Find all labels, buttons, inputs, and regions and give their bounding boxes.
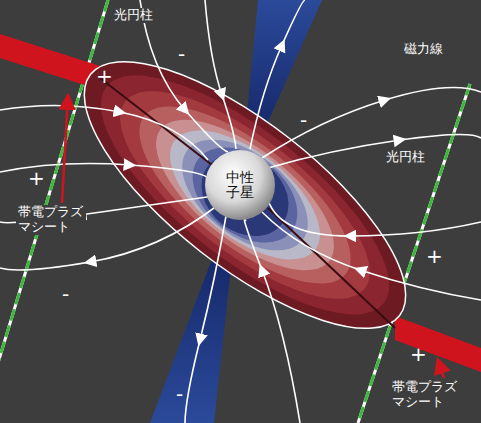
charge-sign: +	[424, 246, 445, 266]
charge-sign: -	[174, 384, 185, 404]
region-label: 磁力線	[402, 42, 445, 57]
charge-sign: -	[60, 284, 71, 304]
neutron-star: 中性子星	[204, 149, 276, 221]
charge-sign: -	[176, 44, 187, 64]
plasma-sheet-bands	[0, 34, 481, 372]
region-label: 帯電プラズマシート	[16, 205, 86, 235]
region-label: 帯電プラズマシート	[390, 380, 460, 410]
region-label: 光円柱	[384, 150, 427, 165]
current-sheet-line	[100, 78, 395, 328]
charge-sign: +	[408, 344, 429, 364]
light-cylinder-lines	[0, 0, 470, 423]
star-disc	[205, 150, 275, 220]
region-label: 光円柱	[112, 8, 155, 23]
charge-sign: -	[298, 110, 309, 130]
leader-arrows	[62, 96, 444, 378]
charge-sign: +	[94, 66, 115, 86]
closed-field-zone	[46, 18, 444, 373]
node-text: 中性子星	[225, 170, 254, 201]
charge-sign: +	[26, 168, 47, 188]
